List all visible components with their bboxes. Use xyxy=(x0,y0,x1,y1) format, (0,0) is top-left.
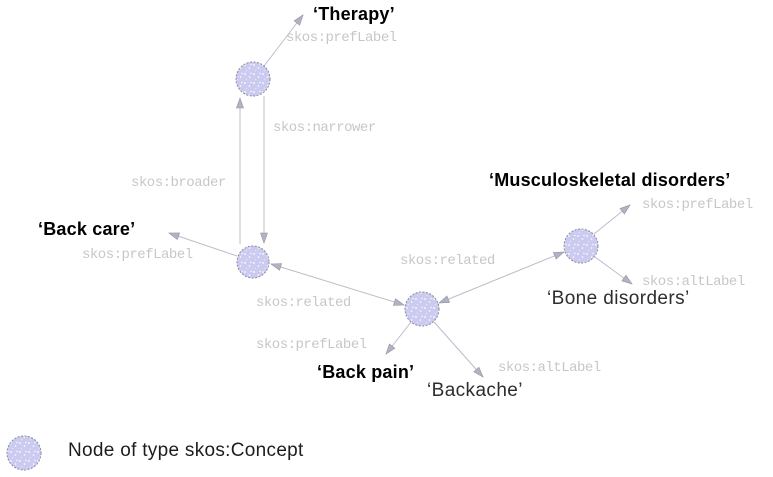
broader-label: skos:broader xyxy=(131,175,226,191)
concept-node-musculoskeletal-disorders[interactable] xyxy=(563,228,599,264)
edge-back-care-preflabel xyxy=(168,232,238,257)
edge-related-back-pain-musculoskeletal xyxy=(438,251,565,304)
concept-node-back-care[interactable] xyxy=(236,245,270,279)
therapy-label: ‘Therapy’ xyxy=(313,4,395,24)
therapy-preflabel-label: skos:prefLabel xyxy=(286,30,397,46)
related-back-pain-musculoskeletal-label: skos:related xyxy=(400,253,495,269)
arrowhead-narrower-end xyxy=(260,232,268,244)
musculoskeletal-label: ‘Musculoskeletal disorders’ xyxy=(489,170,731,190)
arrowhead-back-pain-altlabel-end xyxy=(473,366,484,378)
back-care-label: ‘Back care’ xyxy=(38,219,136,239)
related-back-care-back-pain-label: skos:related xyxy=(256,295,351,311)
arrowhead-therapy-preflabel-end xyxy=(293,14,304,26)
arrowhead-related-back-pain-musculoskeletal-end xyxy=(552,251,565,260)
narrower-label: skos:narrower xyxy=(273,120,376,136)
bone-disorders-label: ‘Bone disorders’ xyxy=(547,288,690,309)
arrowhead-related-back-care-back-pain-end xyxy=(393,298,405,306)
arrowhead-related-back-pain-musculoskeletal-start xyxy=(438,295,451,304)
edge-back-pain-altlabel xyxy=(433,321,484,378)
arrowhead-back-pain-preflabel-end xyxy=(385,343,396,355)
legend-label: Node of type skos:Concept xyxy=(68,440,304,461)
musculoskeletal-preflabel-label: skos:prefLabel xyxy=(642,197,753,213)
arrowhead-back-care-preflabel-end xyxy=(168,232,181,241)
arrowhead-related-back-care-back-pain-start xyxy=(270,263,282,271)
edge-related-back-care-back-pain xyxy=(270,263,405,306)
concept-node-therapy[interactable] xyxy=(235,61,271,97)
back-pain-label: ‘Back pain’ xyxy=(317,362,415,382)
arrowhead-musculoskeletal-altlabel-end xyxy=(621,274,633,285)
musculoskeletal-altlabel-label: skos:altLabel xyxy=(642,274,745,290)
back-care-preflabel-label: skos:prefLabel xyxy=(82,247,193,263)
arrowhead-musculoskeletal-preflabel-end xyxy=(619,204,631,215)
arrowhead-broader-end xyxy=(236,97,244,109)
back-pain-preflabel-label: skos:prefLabel xyxy=(256,337,367,353)
edge-therapy-preflabel xyxy=(263,14,304,67)
legend-node-swatch xyxy=(6,435,42,471)
back-pain-altlabel-label: skos:altLabel xyxy=(498,360,601,376)
backache-label: ‘Backache’ xyxy=(427,380,523,401)
concept-node-back-pain[interactable] xyxy=(404,291,440,327)
